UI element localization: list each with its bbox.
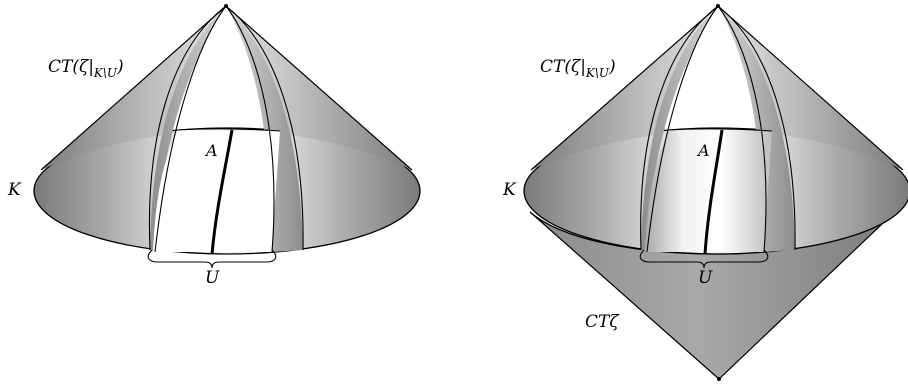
right-region-label: U: [698, 268, 713, 288]
left-strip-curve-1: [148, 5, 227, 251]
left-U-brace: [147, 249, 277, 269]
right-strip-curve-4: [717, 5, 767, 253]
left-U-region: [153, 130, 280, 252]
left-base-label: K: [7, 180, 22, 200]
left-strip-curve-4: [225, 5, 275, 253]
right-cone-label: CT(ζ|K\U): [540, 57, 616, 80]
right-ellipse-back-edge: [668, 128, 773, 132]
right-lower-apex-dot: [717, 377, 721, 381]
right-base-label: K: [502, 180, 517, 200]
left-ellipse-back-edge: [177, 128, 281, 132]
left-cone-figure: CT(ζ|K\U) K A U: [7, 5, 421, 288]
right-strip-right: [718, 6, 795, 252]
right-strip-curve-2: [646, 5, 719, 253]
right-lower-cone-label: CTζ: [585, 312, 620, 332]
right-arc-label: A: [696, 141, 710, 160]
right-U-region: [645, 130, 772, 252]
right-arc-A: [703, 129, 724, 255]
left-strip-left: [150, 6, 226, 252]
left-strip-curve-2: [154, 5, 227, 253]
right-apex-dot: [716, 4, 720, 8]
left-region-label: U: [205, 268, 220, 288]
right-U-brace: [639, 249, 769, 269]
left-strip-right: [226, 6, 303, 252]
right-strip-curve-3: [717, 5, 796, 251]
right-strip-curve-1: [640, 5, 719, 251]
left-arc-label: A: [204, 141, 218, 160]
right-strip-left: [641, 6, 718, 252]
left-apex-dot: [224, 4, 228, 8]
left-strip-curve-3: [225, 5, 304, 251]
right-cone-figure: CT(ζ|K\U) K A U CTζ: [502, 4, 908, 381]
left-arc-A: [210, 129, 234, 255]
left-cone-label: CT(ζ|K\U): [48, 57, 124, 80]
